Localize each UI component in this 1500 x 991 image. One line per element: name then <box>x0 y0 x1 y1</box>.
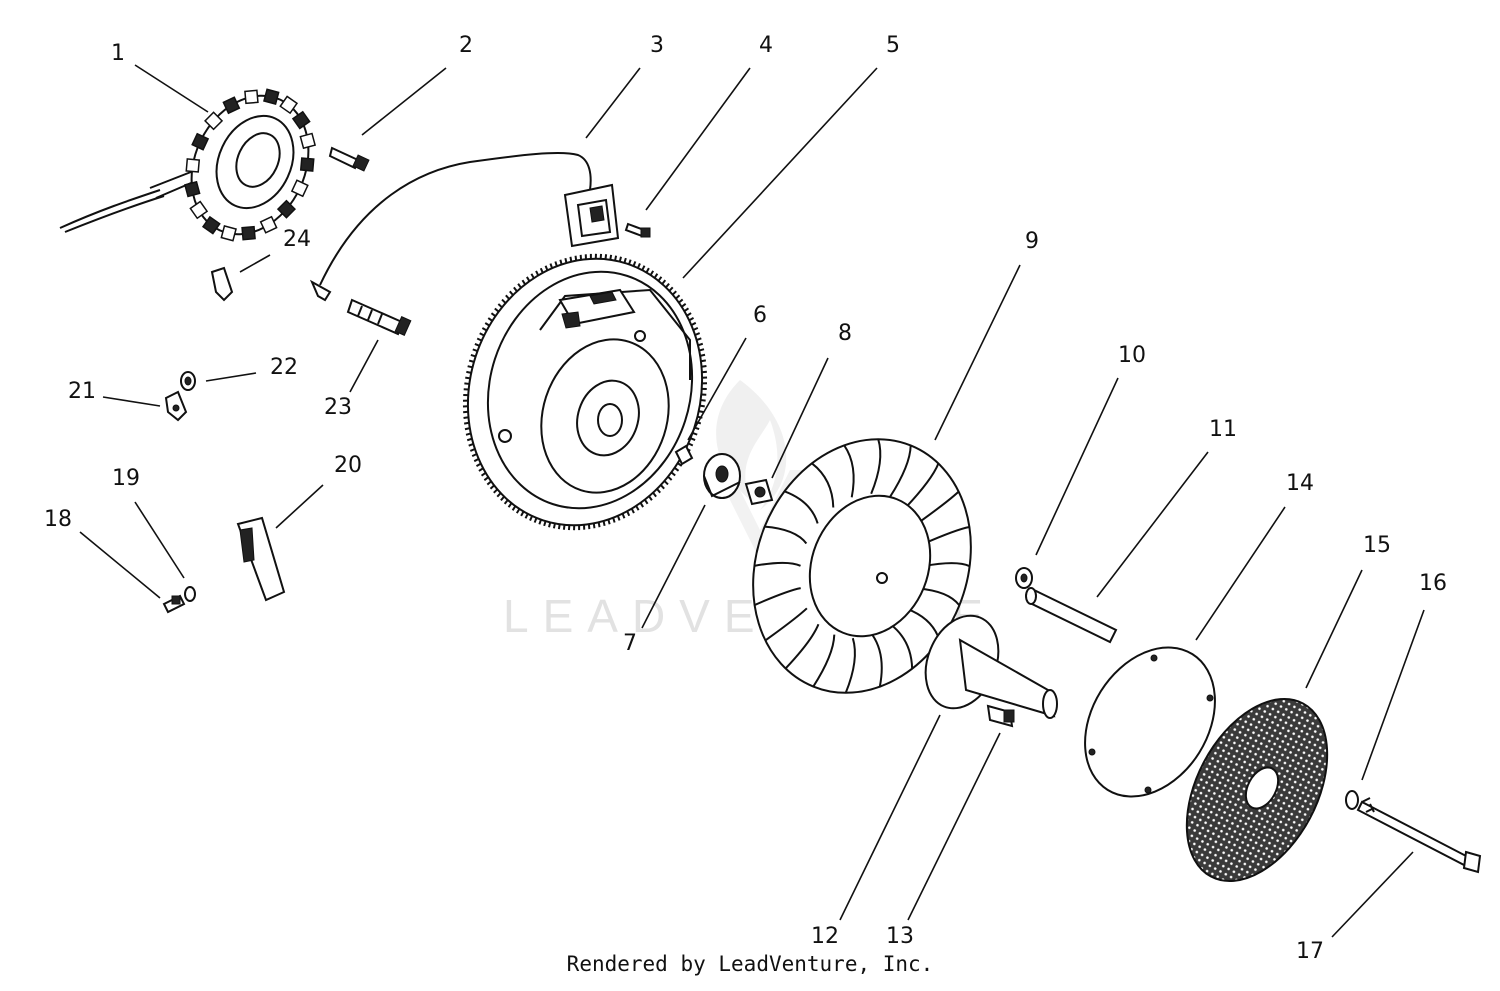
fan-hub-part <box>924 614 1058 719</box>
cooling-fan-part <box>752 438 972 694</box>
washer-part-19 <box>184 586 196 602</box>
callout-label-13: 13 <box>886 924 914 949</box>
callout-label-15: 15 <box>1363 533 1391 558</box>
callout-label-5: 5 <box>886 33 900 58</box>
callout-label-14: 14 <box>1286 471 1314 496</box>
callout-leader-3 <box>585 67 641 139</box>
callout-leader-11 <box>1096 451 1209 598</box>
key-part-6 <box>674 444 694 466</box>
callout-leader-17 <box>1331 851 1414 938</box>
screw-part-18 <box>162 594 186 614</box>
callout-leader-10 <box>1035 377 1119 556</box>
bracket-part-20 <box>236 516 286 602</box>
callout-leader-21 <box>102 396 161 407</box>
callout-label-1: 1 <box>111 41 125 66</box>
callout-leader-19 <box>134 501 185 579</box>
retaining-ring-part <box>1084 646 1216 798</box>
callout-label-12: 12 <box>811 924 839 949</box>
callout-leader-23 <box>349 339 379 393</box>
callout-leader-18 <box>79 531 161 599</box>
callout-label-10: 10 <box>1118 343 1146 368</box>
callout-leader-24 <box>239 254 271 273</box>
callout-label-18: 18 <box>44 507 72 532</box>
callout-label-22: 22 <box>270 355 298 380</box>
callout-leader-2 <box>361 67 447 136</box>
callout-label-20: 20 <box>334 453 362 478</box>
callout-leader-12 <box>839 714 941 921</box>
screw-part-4 <box>624 222 651 238</box>
spacer-tube-part <box>1025 587 1118 644</box>
bolt-part-13 <box>986 704 1015 728</box>
callout-label-6: 6 <box>753 303 767 328</box>
stator-part <box>59 88 317 242</box>
washer-part-16 <box>1345 790 1359 810</box>
bolt-part-2 <box>328 146 370 172</box>
callout-leader-16 <box>1361 609 1425 781</box>
callout-label-7: 7 <box>623 631 637 656</box>
callout-label-21: 21 <box>68 379 96 404</box>
callout-label-8: 8 <box>838 321 852 346</box>
flywheel-part <box>462 253 708 531</box>
spark-plug-part <box>346 298 412 337</box>
washer-part-7 <box>703 453 741 499</box>
callout-leader-13 <box>907 732 1001 921</box>
callout-leader-8 <box>771 357 829 479</box>
callout-label-23: 23 <box>324 395 352 420</box>
callout-label-3: 3 <box>650 33 664 58</box>
callout-leader-5 <box>682 67 878 279</box>
callout-leader-14 <box>1195 506 1286 641</box>
callout-label-16: 16 <box>1419 571 1447 596</box>
callout-label-4: 4 <box>759 33 773 58</box>
debris-screen-part <box>1185 698 1329 882</box>
callout-leader-20 <box>275 484 324 529</box>
callout-leader-9 <box>934 264 1021 441</box>
callout-leader-4 <box>645 67 751 211</box>
callout-label-24: 24 <box>283 227 311 252</box>
ignition-module-part <box>309 151 620 302</box>
washer-part-10 <box>1015 567 1033 589</box>
callout-label-19: 19 <box>112 466 140 491</box>
washer-part-22 <box>180 371 196 391</box>
terminal-part-21 <box>164 390 188 422</box>
callout-leader-22 <box>205 372 257 382</box>
callout-leader-15 <box>1305 569 1363 689</box>
footer-credit: Rendered by LeadVenture, Inc. <box>566 952 934 976</box>
callout-label-2: 2 <box>459 33 473 58</box>
callout-leader-7 <box>641 504 706 629</box>
callout-label-9: 9 <box>1025 229 1039 254</box>
callout-label-11: 11 <box>1209 417 1237 442</box>
callout-leader-1 <box>134 64 209 113</box>
callout-leader-6 <box>687 337 747 441</box>
long-bolt-part <box>1356 797 1482 874</box>
callout-label-17: 17 <box>1296 939 1324 964</box>
clip-part-24 <box>210 266 234 302</box>
bolt-part-8 <box>744 478 774 506</box>
